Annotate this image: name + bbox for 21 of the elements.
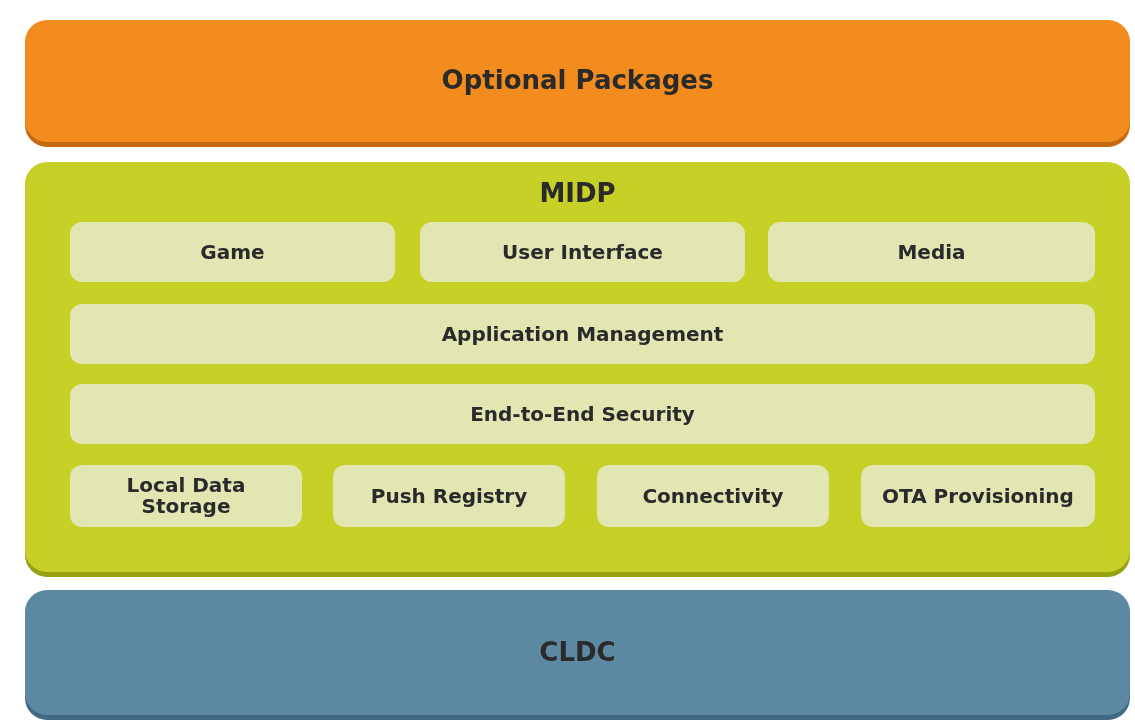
layer-title: Optional Packages: [440, 67, 715, 95]
module-label: User Interface: [501, 241, 664, 263]
module-label: Game: [199, 241, 266, 263]
module-box: [333, 465, 565, 527]
module-label: Media: [896, 241, 967, 263]
module-label: Push Registry: [369, 485, 529, 507]
module-box: [861, 465, 1095, 527]
module-box: [70, 465, 302, 527]
module-box: [70, 304, 1095, 364]
layer-title: MIDP: [538, 180, 617, 208]
module-box: [420, 222, 745, 282]
module-label: OTA Provisioning: [881, 485, 1075, 507]
module-box: [768, 222, 1095, 282]
module-label: Local Data Storage: [125, 475, 247, 517]
module-box: [70, 384, 1095, 444]
module-label: End-to-End Security: [469, 403, 696, 425]
module-label: Connectivity: [641, 485, 785, 507]
layer-title: CLDC: [538, 638, 617, 667]
module-label: Application Management: [440, 323, 725, 345]
module-box: [70, 222, 395, 282]
module-box: [597, 465, 829, 527]
